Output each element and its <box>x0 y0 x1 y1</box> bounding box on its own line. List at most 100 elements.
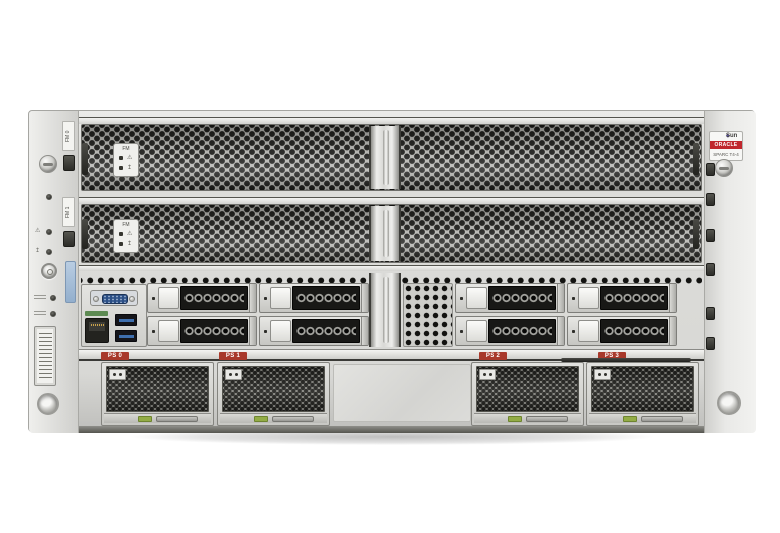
drive-status-leds <box>148 284 158 312</box>
psu-latch-bar <box>589 413 696 423</box>
ps3-label: PS 3 <box>598 352 626 360</box>
psu-module <box>217 362 330 426</box>
drop-shadow <box>42 428 742 450</box>
rear-ps-led-icon <box>50 295 56 301</box>
psu-release-latch <box>508 416 522 422</box>
psu-rail: PS 0 PS 1 PS 2 PS 3 <box>79 349 704 362</box>
drive-latch <box>669 284 676 312</box>
psu-handle <box>641 416 683 422</box>
fan-tray-handle <box>369 206 401 261</box>
drive-bay <box>147 316 257 346</box>
drive-status-leds <box>260 284 270 312</box>
service-led-icon <box>46 229 52 235</box>
side-latch <box>706 163 715 176</box>
psu-handle <box>272 416 314 422</box>
drive-bay <box>455 283 565 313</box>
sun-logo: ◆Sun <box>726 133 738 139</box>
oracle-band: ORACLE <box>710 141 742 149</box>
vga-screw-icon <box>129 296 135 302</box>
drive-release-button <box>578 287 599 309</box>
fan-ok-glyph: ↥ <box>127 165 133 171</box>
fan-fault-led-icon <box>119 156 123 160</box>
fan-status-plate: FM ⚠ ↥ <box>113 143 139 177</box>
drive-status-leds <box>456 317 466 345</box>
fan-edge-latch <box>693 143 699 175</box>
drive-release-button <box>270 320 291 342</box>
rack-screw-hole <box>37 393 59 415</box>
drive-vent-face <box>600 286 668 310</box>
model-label: SPARC T4-4 <box>713 152 739 157</box>
fan-module-tag: FM 0 <box>62 121 75 151</box>
drive-bay <box>567 283 677 313</box>
rear-fan-led-label <box>34 311 46 317</box>
drive-bay <box>259 283 369 313</box>
psu-latch-bar <box>104 413 211 423</box>
drive-status-leds <box>456 284 466 312</box>
psu-release-latch <box>623 416 637 422</box>
vga-connector-icon <box>102 294 128 304</box>
ps2-label: PS 2 <box>479 352 507 360</box>
drive-status-leds <box>260 317 270 345</box>
left-rack-ear: FM 0 FM 1 ⚠ ↥ <box>29 111 79 433</box>
drive-latch <box>249 284 256 312</box>
drive-bay <box>147 283 257 313</box>
ethernet-port <box>85 318 109 343</box>
server-chassis: FM 0 FM 1 ⚠ ↥ <box>28 110 756 433</box>
fan-ok-glyph: ↥ <box>127 241 133 247</box>
fan-fault-led-icon <box>119 232 123 236</box>
serial-sticker <box>34 326 56 386</box>
psu-module <box>471 362 584 426</box>
drive-vent-face <box>180 319 248 343</box>
drive-status-leds <box>568 317 578 345</box>
fan-tray-latch <box>63 231 75 247</box>
service-led-glyph: ⚠ <box>35 228 41 234</box>
side-latch <box>706 263 715 276</box>
vga-port <box>90 290 138 306</box>
fan-edge-latch <box>82 219 88 249</box>
chassis-bottom-edge <box>79 426 704 433</box>
rack-screw-hole <box>717 391 741 415</box>
psu-module <box>101 362 214 426</box>
right-rack-ear: ◆Sun ORACLE SPARC T4-4 <box>704 111 756 433</box>
center-divider-handle <box>369 273 401 347</box>
drive-latch <box>557 317 564 345</box>
drive-release-button <box>466 320 487 342</box>
fan-tray-handle <box>369 126 401 189</box>
barcode-icon <box>39 333 52 379</box>
fan-tray-row-bottom: FM ⚠ ↥ <box>79 197 704 265</box>
drive-status-leds <box>568 284 578 312</box>
drive-bay <box>567 316 677 346</box>
side-latch <box>706 229 715 242</box>
fan-ok-led-icon <box>119 166 123 170</box>
thumbscrew-icon <box>39 155 57 173</box>
fan-edge-latch <box>693 219 699 249</box>
fan-tray-row-top: FM ⚠ ↥ <box>79 117 704 193</box>
drive-release-button <box>158 287 179 309</box>
rail-handle <box>561 358 691 362</box>
drive-latch <box>361 284 368 312</box>
psu-module <box>586 362 699 426</box>
psu-status-leds <box>225 369 242 380</box>
chassis-rail <box>79 197 704 204</box>
drive-release-button <box>158 320 179 342</box>
usb-port <box>115 330 137 342</box>
psu-handle <box>156 416 198 422</box>
fan-fault-glyph: ⚠ <box>127 231 133 237</box>
drive-vent-face <box>180 286 248 310</box>
drive-bay <box>455 316 565 346</box>
service-tag <box>65 261 76 303</box>
chassis-rail <box>79 265 704 271</box>
psu-handle <box>526 416 568 422</box>
psu-row <box>79 361 704 427</box>
net-mgt-label <box>85 311 108 316</box>
chassis-rail <box>79 117 704 124</box>
ps0-label: PS 0 <box>101 352 129 360</box>
side-latch <box>706 193 715 206</box>
thumbscrew-icon <box>715 159 733 177</box>
brand-badge: ◆Sun ORACLE SPARC T4-4 <box>709 131 743 161</box>
psu-latch-bar <box>220 413 327 423</box>
ok-led-glyph: ↥ <box>35 248 41 254</box>
side-latch <box>706 307 715 320</box>
side-latch <box>706 337 715 350</box>
